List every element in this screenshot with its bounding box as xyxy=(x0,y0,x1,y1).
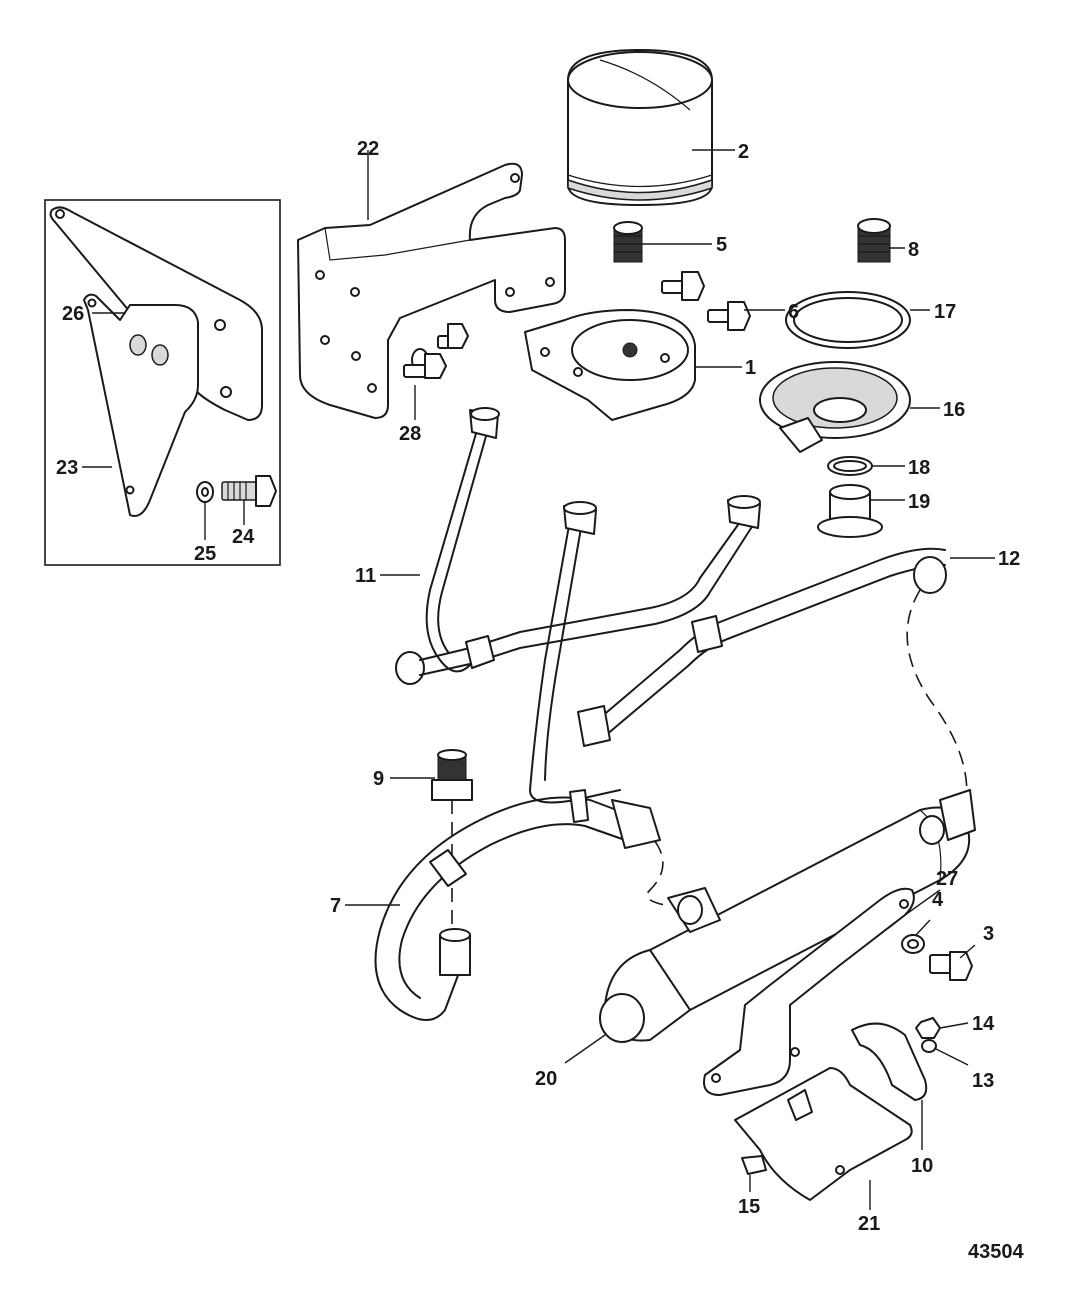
bracket-icon xyxy=(703,887,915,1096)
callout-5: 5 xyxy=(716,234,727,256)
callout-12: 12 xyxy=(998,548,1020,570)
clamp-icon xyxy=(851,1022,928,1101)
seal-ring-icon xyxy=(785,291,911,349)
callout-3: 3 xyxy=(983,923,994,945)
filter-adapter-bracket-icon xyxy=(524,309,696,421)
flange-screw-icon xyxy=(403,323,469,379)
threaded-nipple-icon xyxy=(613,221,643,263)
connection-line xyxy=(639,824,666,906)
callout-17: 17 xyxy=(934,301,956,323)
callout-27: 27 xyxy=(936,868,958,890)
inset-frame xyxy=(44,199,281,566)
figure-id: 43504 xyxy=(968,1241,1024,1263)
callout-14: 14 xyxy=(972,1013,995,1035)
screw-icon xyxy=(741,1155,767,1175)
nut-icon xyxy=(915,1017,941,1039)
clamp-icon xyxy=(734,1067,913,1201)
callout-11: 11 xyxy=(355,565,376,587)
callout-20: 20 xyxy=(535,1068,557,1090)
callout-25: 25 xyxy=(194,543,216,565)
oil-cooler-icon xyxy=(649,789,976,1011)
oil-line-icon xyxy=(395,407,761,685)
flange-screw-icon xyxy=(661,271,751,331)
bushing-icon xyxy=(817,484,883,538)
plate-icon xyxy=(83,293,199,517)
oil-line-icon xyxy=(529,501,947,804)
callout-4: 4 xyxy=(932,889,944,911)
hose-icon xyxy=(374,789,661,1021)
callout-26: 26 xyxy=(62,303,84,325)
callout-18: 18 xyxy=(908,457,930,479)
callout-2: 2 xyxy=(738,141,749,163)
mounting-bracket-icon xyxy=(297,162,566,419)
leader-lines xyxy=(82,149,995,1210)
threaded-nipple-icon xyxy=(857,218,891,263)
callout-labels: 1 2 3 4 5 6 7 8 9 10 11 12 13 14 15 16 1… xyxy=(56,138,1020,1235)
connection-line xyxy=(906,589,968,811)
callout-22: 22 xyxy=(357,138,379,160)
callout-23: 23 xyxy=(56,457,78,479)
callout-6: 6 xyxy=(788,301,799,323)
callout-16: 16 xyxy=(943,399,965,421)
washer-icon xyxy=(901,934,925,954)
callout-28: 28 xyxy=(399,423,421,445)
callout-21: 21 xyxy=(858,1213,880,1235)
callout-13: 13 xyxy=(972,1070,994,1092)
callout-1: 1 xyxy=(745,357,756,379)
bolt-icon xyxy=(929,951,973,981)
washer-icon xyxy=(196,481,214,503)
callout-10: 10 xyxy=(911,1155,933,1177)
fitting-icon xyxy=(431,749,473,801)
callout-15: 15 xyxy=(738,1196,760,1218)
callout-24: 24 xyxy=(232,526,255,548)
washer-icon xyxy=(921,1039,937,1053)
callout-9: 9 xyxy=(373,768,384,790)
callout-19: 19 xyxy=(908,491,930,513)
end-cap-icon xyxy=(599,949,691,1043)
callout-7: 7 xyxy=(330,895,341,917)
oil-filter-icon xyxy=(567,49,713,206)
o-ring-icon xyxy=(827,456,873,476)
callout-8: 8 xyxy=(908,239,919,261)
adapter-icon xyxy=(759,361,911,453)
bolt-icon xyxy=(221,475,277,507)
